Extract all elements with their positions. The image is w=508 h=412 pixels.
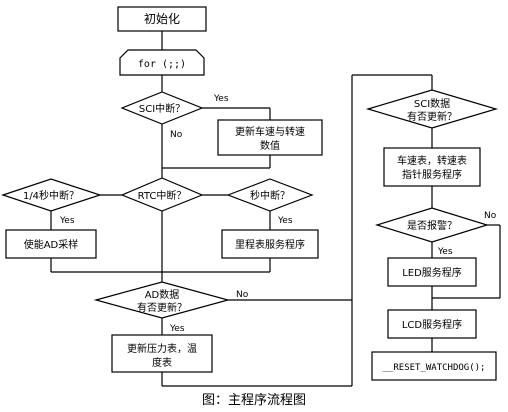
update-speed-label-2: 数值 [260,139,280,152]
figure-caption: 图：主程序流程图 [202,393,306,408]
sec-interrupt-label: 秒中断？ [250,189,290,202]
quarter-sec-diamond [1,178,102,212]
ad-no-label: No [236,290,249,300]
lcd-service-box [387,309,477,339]
sci-interrupt-label: SCI中断？ [139,102,185,115]
quarter-sec-label: 1/4秒中断？ [23,189,79,202]
alarm-yes-label: Yes [437,247,453,257]
update-speed-label-1: 更新车速与转速 [235,125,305,138]
init-box [117,6,207,32]
lcd-service-label: LCD服务程序 [402,318,462,331]
sci-yes-label: Yes [213,94,229,104]
sci-no-label: No [170,130,183,140]
gauge-service-label-2: 指针服务程序 [402,168,462,181]
sci-updated-label-2: 有否更新？ [407,110,457,123]
enable-ad-box [5,229,97,259]
rtc-interrupt-diamond [120,177,204,212]
odometer-box [221,229,319,259]
ad-yes-label: Yes [169,324,185,334]
update-pressure-label-2: 度表 [152,356,172,369]
led-service-label: LED服务程序 [402,266,462,279]
led-service-box [387,257,477,287]
gauge-service-label-1: 车速表，转速表 [397,154,467,167]
connectors [50,31,501,387]
sec-interrupt-diamond [226,178,314,212]
odometer-label: 里程表服务程序 [235,238,305,251]
quarter-sec-yes-label: Yes [59,216,75,226]
update-speed-box [217,119,323,156]
sec-yes-label: Yes [277,216,293,226]
alarm-no-label: No [484,211,497,221]
watchdog-label: __RESET_WATCHDOG(); [383,363,486,373]
sci-interrupt-diamond [120,91,204,125]
sci-updated-diamond [365,89,499,129]
init-label: 初始化 [144,12,180,26]
alarm-check-label: 是否报警？ [407,219,457,232]
sci-updated-label-1: SCI数据 [414,97,450,110]
ad-updated-diamond [93,281,231,319]
rtc-interrupt-label: RTC中断？ [138,189,187,202]
alarm-check-diamond [374,207,490,243]
ad-updated-label-1: AD数据 [145,288,180,301]
enable-ad-label: 使能AD采样 [24,238,79,251]
for-loop-box [119,49,205,76]
gauge-service-box [383,147,481,187]
update-pressure-box [111,334,213,373]
ad-updated-label-2: 有否更新？ [137,301,187,314]
watchdog-box [371,351,497,381]
for-loop-label: for (;;) [138,59,186,70]
update-pressure-label-1: 更新压力表，温 [127,342,197,355]
